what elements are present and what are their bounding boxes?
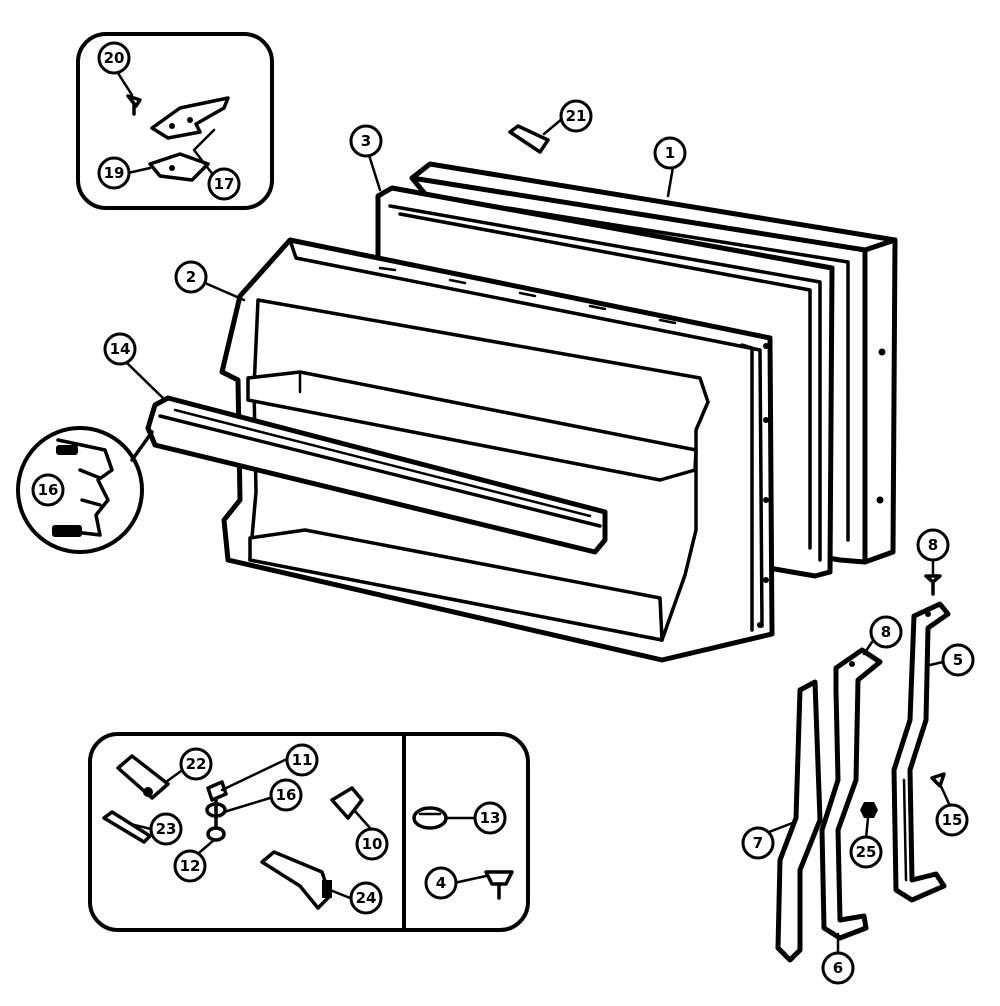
callout-1: 1 [653, 136, 687, 170]
callout-20: 20 [97, 41, 131, 75]
svg-text:22: 22 [186, 755, 207, 773]
callout-17: 17 [207, 167, 241, 201]
svg-text:6: 6 [833, 959, 843, 977]
shelf-bar [145, 395, 608, 555]
callout-19: 19 [97, 156, 131, 190]
callout-11: 11 [285, 743, 319, 777]
svg-text:7: 7 [753, 834, 763, 852]
svg-text:12: 12 [180, 857, 201, 875]
bracket-5 [891, 601, 951, 903]
clip-21 [508, 124, 550, 154]
svg-text:8: 8 [881, 623, 891, 641]
callout-24: 24 [349, 881, 383, 915]
door-liner [219, 237, 775, 663]
inset-detail-16 [16, 426, 154, 554]
svg-text:1: 1 [665, 144, 675, 162]
callout-12: 12 [173, 849, 207, 883]
callout-3: 3 [349, 124, 383, 158]
callout-16b: 16 [269, 778, 303, 812]
svg-text:20: 20 [104, 49, 125, 67]
svg-text:13: 13 [480, 809, 501, 827]
callout-23: 23 [149, 812, 183, 846]
trim-7 [775, 679, 823, 963]
callout-7: 7 [741, 826, 775, 860]
svg-text:4: 4 [436, 874, 446, 892]
callout-15: 15 [935, 803, 969, 837]
svg-text:21: 21 [566, 107, 587, 125]
callout-2: 2 [174, 260, 208, 294]
svg-text:10: 10 [362, 835, 383, 853]
nut-25 [860, 802, 878, 818]
svg-text:24: 24 [356, 889, 377, 907]
callout-21: 21 [559, 99, 593, 133]
svg-text:16: 16 [38, 481, 59, 499]
callout-25: 25 [849, 835, 883, 869]
svg-text:2: 2 [186, 268, 196, 286]
svg-text:23: 23 [156, 820, 177, 838]
svg-text:19: 19 [104, 164, 125, 182]
callout-13: 13 [473, 801, 507, 835]
screw-9 [924, 574, 942, 596]
leader-lines [114, 68, 952, 955]
svg-text:15: 15 [942, 811, 963, 829]
callout-14: 14 [103, 332, 137, 366]
callout-6: 6 [821, 951, 855, 985]
screw-15 [930, 772, 946, 788]
svg-text:25: 25 [856, 843, 877, 861]
bracket-6 [819, 647, 883, 941]
svg-text:3: 3 [361, 132, 371, 150]
callout-8b: 8 [869, 615, 903, 649]
svg-text:14: 14 [110, 340, 131, 358]
svg-text:8: 8 [928, 536, 938, 554]
svg-text:16: 16 [276, 786, 297, 804]
inset-box-hardware [88, 732, 530, 932]
callout-4: 4 [424, 866, 458, 900]
callout-10: 10 [355, 827, 389, 861]
callout-22: 22 [179, 747, 213, 781]
callout-8a: 8 [916, 528, 950, 562]
svg-text:5: 5 [953, 651, 963, 669]
callout-5: 5 [941, 643, 975, 677]
svg-text:17: 17 [214, 175, 235, 193]
callout-16a: 16 [31, 473, 65, 507]
svg-text:11: 11 [292, 751, 313, 769]
